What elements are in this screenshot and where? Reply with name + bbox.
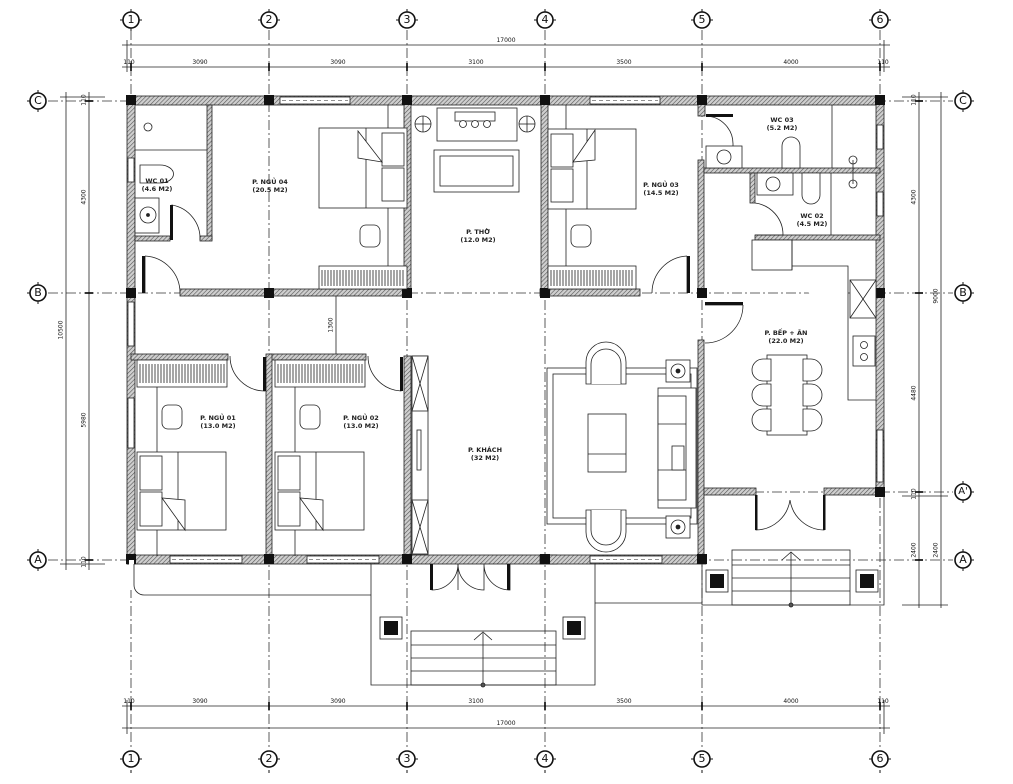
toilet-icon: [139, 164, 174, 184]
room-area: (4.5 M2): [796, 220, 828, 228]
room-label-wc02: WC 02(4.5 M2): [797, 212, 828, 228]
porch-front: [133, 564, 702, 688]
dim-top-seg: 3500: [616, 59, 632, 66]
dim-bottom-seg: 110: [877, 698, 889, 705]
dim-top-seg: 110: [123, 59, 135, 66]
dim-top-total: 17000: [496, 37, 516, 44]
grid-label-C-right: C: [959, 94, 967, 107]
room-label-ngu04: P. NGỦ 04(20.5 M2): [252, 178, 288, 194]
dim-bottom-seg: 3100: [468, 698, 484, 705]
room-label-wc03: WC 03(5.2 M2): [767, 116, 798, 132]
dim-left-total: 10500: [57, 320, 65, 340]
grid-label-6-bottom: 6: [876, 752, 884, 765]
dim-bottom-total: 17000: [496, 720, 516, 727]
dim-right-outer: 2400: [932, 542, 940, 558]
grid-label-B-right: B: [959, 286, 967, 299]
room-area: (22.0 M2): [768, 337, 804, 345]
room-label-ngu01: P. NGỦ 01(13.0 M2): [200, 414, 236, 430]
dim-right-inner: 4300: [910, 189, 918, 205]
dim-right-inner: 2400: [910, 542, 918, 558]
room-name: P. THỜ: [466, 228, 490, 236]
toilet-icon: [781, 136, 801, 169]
dim-left-seg: 110: [80, 94, 88, 106]
porch-rear: [701, 496, 885, 608]
grid-label-A-left: A: [34, 553, 42, 566]
room-label-tho: P. THỜ(12.0 M2): [460, 228, 495, 244]
dimension-lines: [60, 40, 948, 734]
room-area: (5.2 M2): [766, 124, 798, 132]
dim-interior: 1300: [327, 317, 335, 333]
room-area: (32 M2): [470, 454, 500, 462]
dim-left-seg: 110: [80, 556, 88, 568]
room-name: P. BẾP + ĂN: [764, 329, 808, 337]
grid-label-C-left: C: [34, 94, 42, 107]
dim-bottom-seg: 110: [123, 698, 135, 705]
dim-bottom-seg: 4000: [783, 698, 799, 705]
grid-label-3-bottom: 3: [403, 752, 411, 765]
grid-label-1-bottom: 1: [127, 752, 135, 765]
dim-bottom-seg: 3500: [616, 698, 632, 705]
dim-top-seg: 3090: [330, 59, 346, 66]
room-area: (13.0 M2): [343, 422, 379, 430]
room-name: WC 03: [770, 116, 794, 124]
dim-top-seg: 110: [877, 59, 889, 66]
room-area: (12.0 M2): [460, 236, 496, 244]
dim-top-seg: 3090: [192, 59, 208, 66]
grid-label-5: 5: [698, 13, 706, 26]
grid-label-B-left: B: [34, 286, 42, 299]
toilet-icon: [801, 172, 821, 205]
grid-label-1: 1: [127, 13, 135, 26]
room-area: (13.0 M2): [200, 422, 236, 430]
grid-label-A-prime-right: A': [958, 486, 968, 497]
grid-label-6: 6: [876, 13, 884, 26]
room-area: (14.5 M2): [643, 189, 679, 197]
grid-label-3: 3: [403, 13, 411, 26]
room-area: (4.6 M2): [141, 185, 173, 193]
room-label-khach: P. KHÁCH(32 M2): [468, 446, 502, 462]
room-name: P. NGỦ 01: [200, 414, 236, 422]
porch-pillars: [379, 569, 879, 640]
room-name: P. NGỦ 02: [343, 414, 379, 422]
dim-bottom-seg: 3090: [192, 698, 208, 705]
dim-top-seg: 4000: [783, 59, 799, 66]
dimension-ticks: [85, 63, 923, 710]
wardrobe-slats: [139, 270, 633, 383]
room-name: WC 02: [800, 212, 824, 220]
dim-right-inner: 110: [910, 94, 918, 106]
grid-label-4: 4: [541, 13, 549, 26]
grid-label-4-bottom: 4: [541, 752, 549, 765]
dim-bottom-seg: 3090: [330, 698, 346, 705]
dim-right-inner: 4480: [910, 385, 918, 401]
grid-label-2: 2: [265, 13, 273, 26]
windows: [127, 96, 884, 590]
dim-top-seg: 3100: [468, 59, 484, 66]
dim-right-inner: 110: [910, 488, 918, 500]
grid-label-2-bottom: 2: [265, 752, 273, 765]
room-label-ngu02: P. NGỦ 02(13.0 M2): [343, 414, 379, 430]
room-name: WC 01: [145, 177, 169, 185]
grid-label-5-bottom: 5: [698, 752, 706, 765]
room-label-ngu03: P. NGỦ 03(14.5 M2): [643, 181, 679, 197]
room-name: P. KHÁCH: [467, 446, 503, 454]
room-label-wc01: WC 01(4.6 M2): [142, 177, 173, 193]
columns: [126, 95, 885, 564]
dim-right-outer: 9000: [932, 288, 940, 304]
room-area: (20.5 M2): [252, 186, 288, 194]
dim-left-seg: 5980: [80, 412, 88, 428]
dim-left-seg: 4300: [80, 189, 88, 205]
room-name: P. NGỦ 04: [252, 178, 288, 186]
room-name: P. NGỦ 03: [643, 181, 679, 189]
room-label-bep: P. BẾP + ĂN(22.0 M2): [765, 329, 808, 345]
grid-label-A-right: A: [959, 553, 967, 566]
